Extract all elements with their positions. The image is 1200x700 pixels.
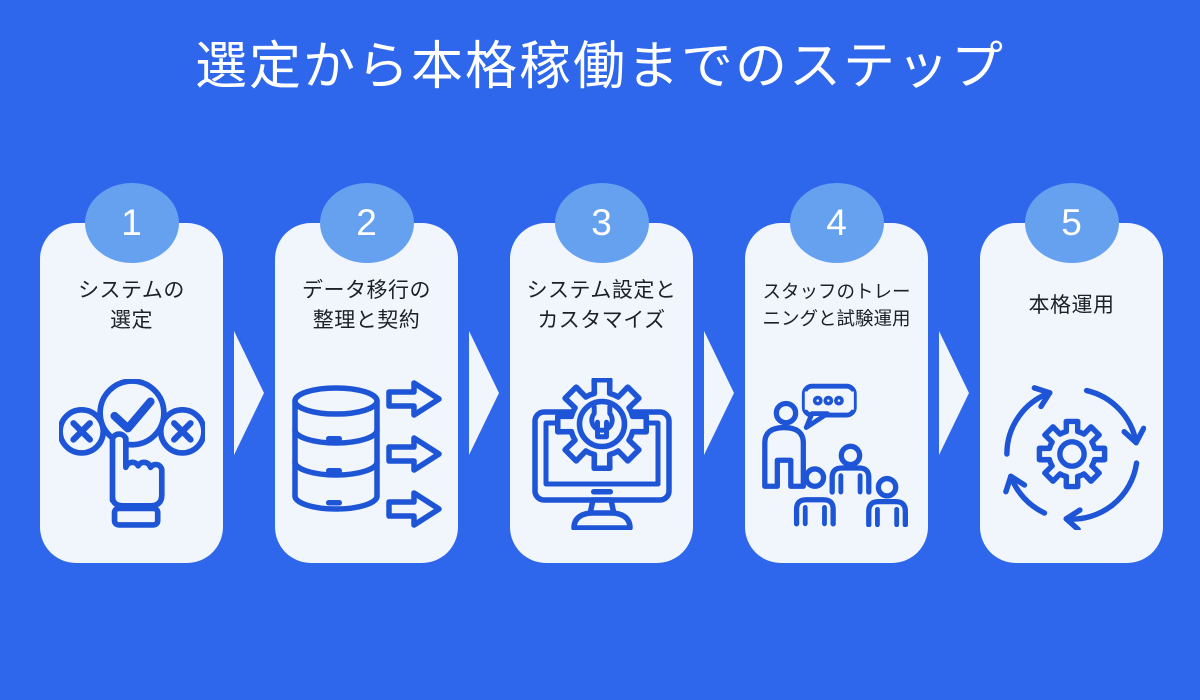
step-card-5: 5 本格運用 — [980, 183, 1163, 563]
step-title-line1: 本格運用 — [1028, 293, 1115, 317]
step-card-1: 1 システムの 選定 — [40, 183, 223, 563]
step-title-line1: システム設定と — [526, 278, 677, 302]
step-title: システムの 選定 — [44, 273, 219, 339]
step-arrow-gap-2 — [458, 223, 510, 563]
step-title: 本格運用 — [984, 273, 1159, 339]
step-title-line2: 整理と契約 — [312, 309, 421, 332]
database-migration-arrows-icon — [275, 361, 458, 547]
step-title-line2: 選定 — [110, 309, 153, 332]
step-title-line2: ニングと試験運用 — [762, 308, 911, 329]
step-arrow-gap-3 — [693, 223, 745, 563]
step-card-4: 4 スタッフのトレー ニングと試験運用 — [745, 183, 928, 563]
gear-cycle-arrows-icon — [980, 361, 1163, 547]
step-arrow-gap-1 — [223, 223, 275, 563]
page-title: 選定から本格稼働までのステップ — [194, 38, 1005, 96]
step-title-line1: システムの — [78, 278, 185, 302]
step-title-line2: カスタマイズ — [537, 309, 666, 332]
step-card-3: 3 システム設定と カスタマイズ — [510, 183, 693, 563]
step-arrow-gap-4 — [928, 223, 980, 563]
steps-row: 1 システムの 選定 2 データ移行の 整理と契約 — [40, 183, 1163, 563]
step-number-badge: 1 — [84, 183, 179, 263]
hand-select-check-icon — [40, 361, 223, 547]
step-title: データ移行の 整理と契約 — [279, 273, 454, 339]
step-title-line1: スタッフのトレー — [762, 281, 911, 303]
step-title: システム設定と カスタマイズ — [514, 273, 689, 339]
right-arrow-icon — [234, 331, 264, 455]
step-number-badge: 2 — [319, 183, 414, 263]
right-arrow-icon — [939, 331, 969, 455]
step-number-badge: 5 — [1024, 183, 1119, 263]
right-arrow-icon — [469, 331, 499, 455]
step-title: スタッフのトレー ニングと試験運用 — [749, 273, 924, 339]
step-number-badge: 4 — [789, 183, 884, 263]
step-number-badge: 3 — [554, 183, 649, 263]
monitor-gear-wrench-icon — [510, 361, 693, 547]
trainer-audience-icon — [745, 361, 928, 547]
right-arrow-icon — [704, 331, 734, 455]
step-title-line1: データ移行の — [302, 278, 431, 302]
step-card-2: 2 データ移行の 整理と契約 — [275, 183, 458, 563]
